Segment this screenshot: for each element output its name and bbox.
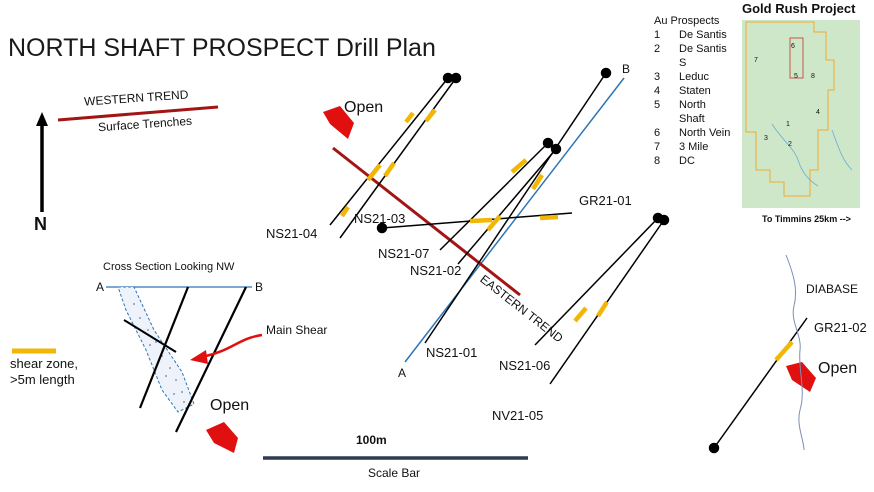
drillhole-label: NS21-04 bbox=[266, 226, 318, 241]
scale-bar-label: Scale Bar bbox=[368, 466, 421, 480]
collar-ns21-02 bbox=[550, 143, 562, 155]
main-shear-pointer-head bbox=[190, 350, 208, 364]
cross-section-open-label: Open bbox=[210, 397, 250, 414]
inset-marker: 1 bbox=[786, 121, 790, 128]
shear-zone bbox=[531, 173, 544, 191]
drillhole-label: NS21-06 bbox=[499, 358, 551, 373]
shear-zone bbox=[486, 214, 502, 232]
shear-stipple bbox=[133, 303, 185, 403]
drillhole-label: NS21-07 bbox=[378, 246, 430, 261]
drillhole-ns21-04-trace bbox=[329, 77, 449, 226]
cross-section-b-label: B bbox=[255, 280, 264, 294]
diabase-contact-line bbox=[785, 254, 805, 451]
drillhole-ns21-07-trace bbox=[439, 142, 549, 251]
drillhole-ns21-03-trace bbox=[339, 77, 457, 239]
shear-zone bbox=[404, 111, 415, 124]
shear-zone bbox=[469, 217, 493, 224]
inset-prospect-markers: 1 2 3 4 5 6 7 8 bbox=[754, 43, 820, 148]
drillhole-ns21-06-trace bbox=[534, 217, 659, 346]
cross-section-hole-2 bbox=[175, 286, 247, 433]
page-title: NORTH SHAFT PROSPECT Drill Plan bbox=[8, 34, 436, 62]
drillhole-ns21-02-trace bbox=[457, 148, 557, 265]
shear-zone bbox=[340, 205, 350, 218]
shear-zone bbox=[366, 163, 382, 182]
drillhole-label: GR21-02 bbox=[814, 320, 867, 335]
legend-label: shear zone, >5m length bbox=[10, 356, 78, 387]
shear-zone bbox=[424, 108, 437, 123]
shear-zone bbox=[596, 300, 609, 318]
open-label-east: Open bbox=[818, 360, 858, 377]
drillhole-label: NS21-03 bbox=[354, 211, 406, 226]
open-arrow-icon bbox=[323, 106, 354, 139]
inset-title: Gold Rush Project bbox=[742, 1, 856, 16]
inset-marker: 4 bbox=[816, 109, 820, 116]
drillhole-label: GR21-01 bbox=[579, 193, 632, 208]
shear-zone bbox=[573, 306, 588, 323]
collar-ns21-03 bbox=[450, 72, 462, 84]
inset-marker: 5 bbox=[794, 73, 798, 80]
cross-section-fault bbox=[123, 319, 177, 353]
diabase-label: DIABASE bbox=[806, 282, 859, 296]
main-shear-zone-shape bbox=[117, 286, 195, 413]
cross-section-hole-1 bbox=[138, 286, 190, 409]
drillhole-label: NS21-02 bbox=[410, 263, 462, 278]
main-shear-pointer bbox=[205, 333, 263, 358]
western-trend-line bbox=[57, 105, 219, 122]
collar-gr21-01 bbox=[376, 222, 388, 234]
inset-claim-boundary bbox=[745, 21, 835, 197]
cross-section bbox=[106, 286, 263, 433]
inset-footer: To Timmins 25km --> bbox=[762, 214, 851, 224]
section-a-label: A bbox=[398, 366, 407, 380]
inset-marker: 6 bbox=[791, 43, 795, 50]
drillhole-ns21-01-trace bbox=[424, 72, 607, 344]
prospect-list-header: Au Prospects bbox=[654, 15, 720, 27]
inset-marker: 2 bbox=[788, 141, 792, 148]
inset-marker: 8 bbox=[811, 73, 815, 80]
shear-zone bbox=[383, 161, 396, 178]
shear-zone bbox=[510, 158, 528, 174]
scale-distance: 100m bbox=[356, 433, 387, 447]
collar-nv21-05 bbox=[658, 214, 670, 226]
shear-zones bbox=[340, 108, 794, 362]
inset-marker: 7 bbox=[754, 57, 758, 64]
eastern-trend-line bbox=[332, 146, 521, 297]
inset-marker: 3 bbox=[764, 135, 768, 142]
collar-ns21-01 bbox=[600, 67, 612, 79]
shear-zone bbox=[539, 214, 559, 221]
open-arrow-icon bbox=[206, 422, 238, 453]
cross-section-a-label: A bbox=[96, 280, 105, 294]
north-label: N bbox=[34, 214, 47, 234]
inset-creek bbox=[831, 129, 853, 171]
open-label-north: Open bbox=[344, 99, 384, 116]
inset-drill-area bbox=[789, 37, 804, 79]
collar-gr21-02 bbox=[708, 442, 720, 454]
inset-creek bbox=[771, 123, 819, 187]
shear-zone bbox=[774, 340, 794, 362]
cross-section-title: Cross Section Looking NW bbox=[103, 261, 235, 273]
main-shear-label: Main Shear bbox=[266, 323, 328, 337]
drillhole-label: NV21-05 bbox=[492, 408, 544, 423]
collar-ns21-07 bbox=[542, 137, 554, 149]
north-arrow-head bbox=[36, 112, 48, 126]
inset-map: 1 2 3 4 5 6 7 8 bbox=[742, 20, 860, 208]
inset-background bbox=[742, 20, 860, 208]
drillhole-gr21-02-trace bbox=[713, 317, 808, 449]
section-b-label: B bbox=[622, 62, 631, 76]
drillhole-label: NS21-01 bbox=[426, 345, 478, 360]
section-line-ab bbox=[404, 77, 625, 363]
